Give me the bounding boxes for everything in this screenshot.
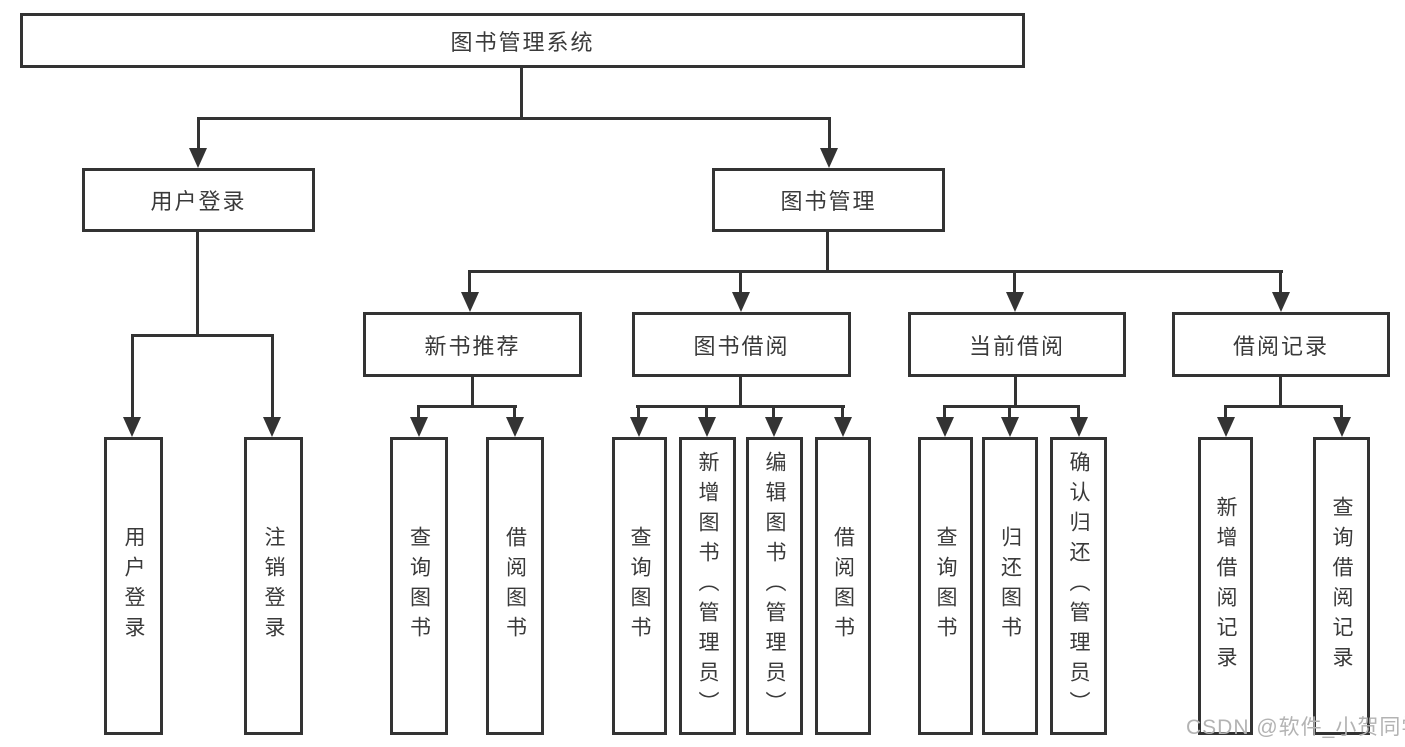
leaf-query-borrow-record: 查询借阅记录 xyxy=(1313,437,1370,735)
leaf-borrow-books-2-label: 借阅图书 xyxy=(831,526,855,646)
arrowhead-icon xyxy=(263,417,281,437)
connector-line xyxy=(198,117,831,120)
leaf-add-book-admin-label: 新增图书（管理员） xyxy=(696,451,719,721)
node-root: 图书管理系统 xyxy=(20,13,1025,68)
node-root-label: 图书管理系统 xyxy=(450,29,595,55)
leaf-confirm-return-admin: 确认归还（管理员） xyxy=(1050,437,1107,735)
arrowhead-icon xyxy=(1001,417,1019,437)
leaf-query-books-current: 查询图书 xyxy=(918,437,973,735)
leaf-user-login-label: 用户登录 xyxy=(122,526,145,646)
node-book-borrow-label: 图书借阅 xyxy=(693,333,790,359)
arrowhead-icon xyxy=(1333,417,1351,437)
leaf-return-book-label: 归还图书 xyxy=(998,526,1022,646)
connector-line xyxy=(772,405,775,423)
leaf-add-borrow-record-label: 新增借阅记录 xyxy=(1214,496,1237,676)
arrowhead-icon xyxy=(820,148,838,168)
leaf-add-borrow-record: 新增借阅记录 xyxy=(1198,437,1253,735)
leaf-add-book-admin: 新增图书（管理员） xyxy=(679,437,736,735)
leaf-query-books-borrow-label: 查询图书 xyxy=(628,526,651,646)
arrowhead-icon xyxy=(765,417,783,437)
connector-line xyxy=(1013,270,1016,299)
connector-line xyxy=(828,117,831,155)
leaf-edit-book-admin-label: 编辑图书（管理员） xyxy=(763,451,786,721)
arrowhead-icon xyxy=(461,292,479,312)
arrowhead-icon xyxy=(834,417,852,437)
connector-line xyxy=(1279,270,1282,299)
connector-line xyxy=(468,270,471,299)
node-new-book-recommend-label: 新书推荐 xyxy=(424,333,521,359)
arrowhead-icon xyxy=(410,417,428,437)
connector-line xyxy=(826,232,829,273)
node-user-login: 用户登录 xyxy=(82,168,315,232)
node-current-borrow: 当前借阅 xyxy=(908,312,1126,377)
connector-line xyxy=(271,334,274,422)
leaf-query-books-current-label: 查询图书 xyxy=(934,526,957,646)
node-borrow-records: 借阅记录 xyxy=(1172,312,1390,377)
connector-line xyxy=(418,405,517,408)
node-new-book-recommend: 新书推荐 xyxy=(363,312,582,377)
arrowhead-icon xyxy=(1070,417,1088,437)
leaf-edit-book-admin: 编辑图书（管理员） xyxy=(746,437,803,735)
connector-line xyxy=(739,270,742,299)
node-book-management: 图书管理 xyxy=(712,168,945,232)
node-current-borrow-label: 当前借阅 xyxy=(968,333,1065,359)
leaf-return-book: 归还图书 xyxy=(982,437,1038,735)
connector-line xyxy=(1224,405,1227,423)
leaf-query-books-recommend: 查询图书 xyxy=(390,437,448,735)
connector-line xyxy=(841,405,844,423)
connector-line xyxy=(705,405,708,423)
arrowhead-icon xyxy=(1006,292,1024,312)
connector-line xyxy=(1014,377,1017,408)
arrowhead-icon xyxy=(1217,417,1235,437)
leaf-query-books-borrow: 查询图书 xyxy=(612,437,667,735)
connector-line xyxy=(1279,377,1282,408)
leaf-query-borrow-record-label: 查询借阅记录 xyxy=(1330,496,1353,676)
connector-line xyxy=(469,270,1283,273)
connector-line xyxy=(196,232,199,337)
connector-line xyxy=(520,68,523,119)
arrowhead-icon xyxy=(506,417,524,437)
connector-line xyxy=(1224,405,1343,408)
arrowhead-icon xyxy=(698,417,716,437)
node-borrow-records-label: 借阅记录 xyxy=(1232,333,1329,359)
connector-line xyxy=(636,405,845,408)
connector-line xyxy=(739,377,742,408)
leaf-confirm-return-admin-label: 确认归还（管理员） xyxy=(1067,451,1090,721)
connector-line xyxy=(1008,405,1011,423)
connector-line xyxy=(943,405,946,423)
connector-line xyxy=(1077,405,1080,423)
connector-line xyxy=(197,117,200,155)
connector-line xyxy=(417,405,420,423)
arrowhead-icon xyxy=(123,417,141,437)
leaf-query-books-recommend-label: 查询图书 xyxy=(407,526,431,646)
connector-line xyxy=(637,405,640,423)
connector-line xyxy=(944,405,1080,408)
leaf-logout: 注销登录 xyxy=(244,437,303,735)
node-user-login-label: 用户登录 xyxy=(150,189,247,214)
connector-line xyxy=(131,334,274,337)
leaf-user-login: 用户登录 xyxy=(104,437,163,735)
connector-line xyxy=(471,377,474,408)
arrowhead-icon xyxy=(732,292,750,312)
connector-line xyxy=(513,405,516,423)
connector-line xyxy=(131,334,134,422)
leaf-borrow-books-recommend-label: 借阅图书 xyxy=(503,526,527,646)
leaf-logout-label: 注销登录 xyxy=(262,526,285,646)
leaf-borrow-books-recommend: 借阅图书 xyxy=(486,437,544,735)
arrowhead-icon xyxy=(630,417,648,437)
connector-line xyxy=(1340,405,1343,423)
arrowhead-icon xyxy=(936,417,954,437)
arrowhead-icon xyxy=(1272,292,1290,312)
leaf-borrow-books-2: 借阅图书 xyxy=(815,437,871,735)
arrowhead-icon xyxy=(189,148,207,168)
node-book-management-label: 图书管理 xyxy=(780,189,877,214)
watermark-text: CSDN @软件_小贺同学 xyxy=(1186,716,1405,739)
node-book-borrow: 图书借阅 xyxy=(632,312,851,377)
